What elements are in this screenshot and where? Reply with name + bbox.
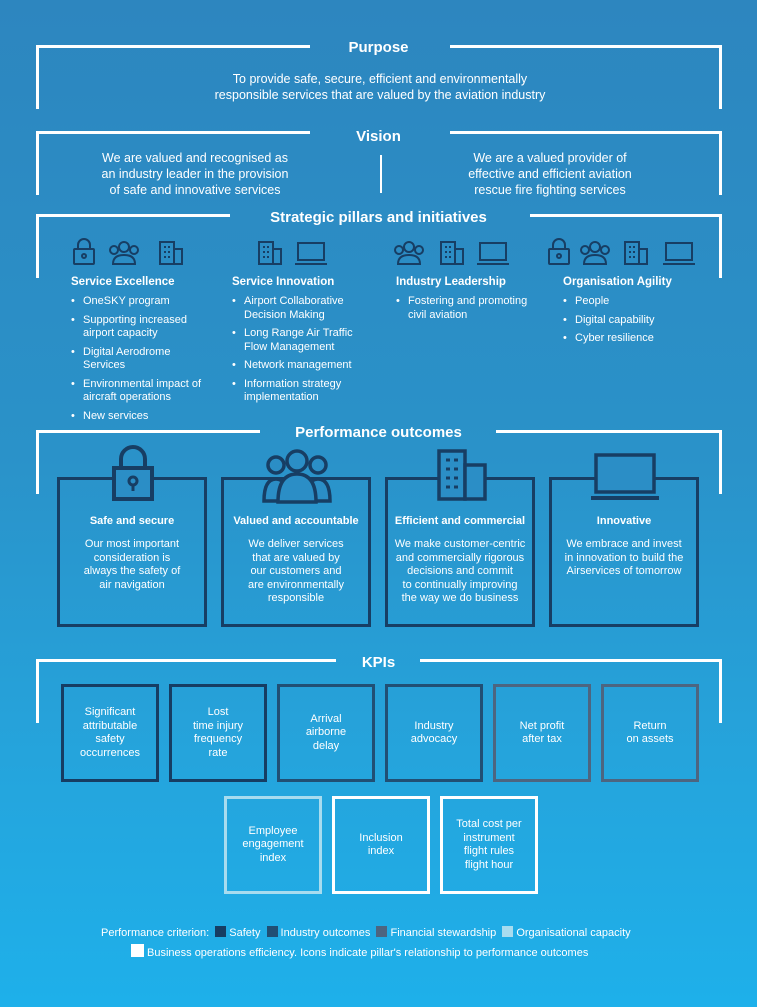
list-item: OneSKY program [71,295,211,309]
outcomes-title: Performance outcomes [295,424,462,441]
legend-swatch-safety [215,926,227,937]
people-icon [109,241,139,265]
legend-safety: Safety [229,927,261,939]
list-item: Digital Aerodrome Services [71,346,211,373]
legend-row-1: Performance criterion: Safety Industry o… [101,926,631,939]
pillar-2-bullets: Airport Collaborative Decision Making Lo… [232,295,372,410]
people-icon [580,241,610,265]
legend-industry: Industry outcomes [280,927,371,939]
legend-swatch-industry [266,926,278,937]
pillar-3-icons [394,241,509,265]
pillar-4-bullets: People Digital capability Cyber resilien… [563,295,703,351]
pillars-title: Strategic pillars and initiatives [270,209,487,226]
legend-organisational: Organisational capacity [516,927,631,939]
list-item: People [563,295,703,309]
laptop-icon [663,242,695,265]
pillar-4-icons [548,238,695,265]
building-icon [624,241,648,265]
legend-financial: Financial stewardship [390,927,497,939]
purpose-title: Purpose [348,39,409,56]
legend-row-2: Business operations efficiency. Icons in… [131,944,588,959]
building-icon [440,241,464,265]
pillar-1-icons [73,238,183,265]
legend-note: Icons indicate pillar's relationship to … [300,947,589,959]
list-item: Cyber resilience [563,332,703,346]
pillar-3-bullets: Fostering and promoting civil aviation [396,295,536,327]
outcome-title-3: Efficient and commercial [394,515,526,527]
pillar-2-title: Service Innovation [232,276,335,288]
building-icon [437,449,487,501]
lock-icon [548,238,570,265]
legend-swatch-financial [376,926,388,937]
pillar-4-title: Organisation Agility [563,276,672,288]
legend-swatch-business [131,944,144,957]
building-icon [258,241,282,265]
list-item: Information strategy implementation [232,378,372,405]
pillar-3-title: Industry Leadership [396,276,506,288]
outcome-title-4: Innovative [596,515,652,527]
people-icon [262,449,332,504]
list-item: Supporting increased airport capacity [71,314,211,341]
legend-label: Performance criterion: [101,927,210,939]
outcome-title-2: Valued and accountable [233,515,359,527]
list-item: Network management [232,359,372,373]
people-icon [394,241,424,265]
kpis-title: KPIs [361,654,396,671]
list-item: Airport Collaborative Decision Making [232,295,372,322]
vision-title: Vision [356,128,401,145]
laptop-icon [477,242,509,265]
vision-left-text: We are valued and recognised as an indus… [101,151,289,197]
legend-business: Business operations efficiency. [147,947,298,959]
pillar-1-title: Service Excellence [71,276,175,288]
list-item: Long Range Air Traffic Flow Management [232,327,372,354]
outcome-title-1: Safe and secure [89,515,175,527]
pillar-2-icons [258,241,327,265]
vision-right-text: We are a valued provider of effective an… [468,151,632,197]
purpose-text: To provide safe, secure, efficient and e… [214,72,546,102]
laptop-icon [295,242,327,265]
list-item: Fostering and promoting civil aviation [396,295,536,322]
pillar-1-bullets: OneSKY program Supporting increased airp… [71,295,211,428]
list-item: Digital capability [563,314,703,328]
legend-swatch-organisational [502,926,514,937]
list-item: New services [71,410,211,424]
building-icon [159,241,183,265]
laptop-icon [591,453,659,500]
lock-icon [112,445,154,501]
list-item: Environmental impact of aircraft operati… [71,378,211,405]
lock-icon [73,238,95,265]
